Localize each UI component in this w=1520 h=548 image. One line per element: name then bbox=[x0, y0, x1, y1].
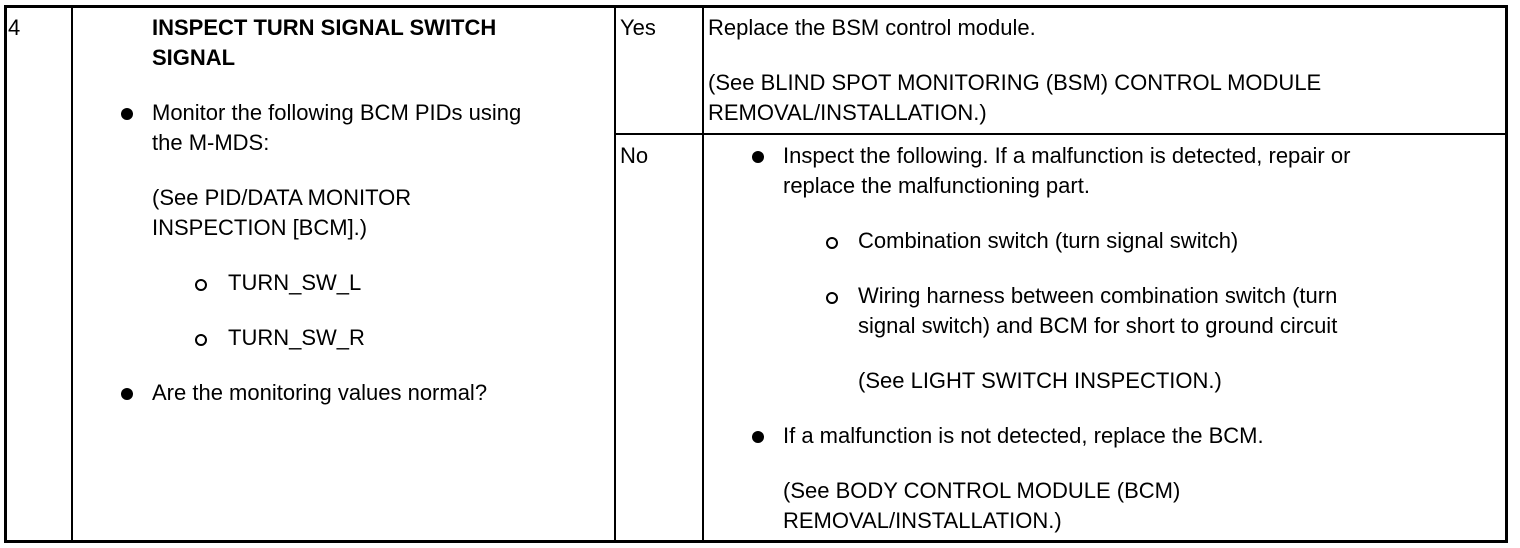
no-inspect-line1: Inspect the following. If a malfunction … bbox=[783, 143, 1351, 168]
sub-bullet-ring bbox=[826, 292, 838, 304]
column-divider-step bbox=[71, 8, 73, 540]
inspect-item-combination-switch: Combination switch (turn signal switch) bbox=[858, 228, 1239, 253]
column-divider-condition bbox=[614, 8, 616, 540]
instruction-monitor-line1: Monitor the following BCM PIDs using bbox=[152, 100, 522, 125]
step-title-line1: INSPECT TURN SIGNAL SWITCH bbox=[152, 15, 497, 40]
row-divider-yes-no bbox=[614, 133, 1505, 135]
sub-bullet-ring bbox=[826, 237, 838, 249]
step-title-line2: SIGNAL bbox=[152, 45, 236, 70]
condition-no-label: No bbox=[620, 143, 649, 168]
inspect-item-wiring-line1: Wiring harness between combination switc… bbox=[858, 283, 1338, 308]
bullet-dot bbox=[752, 431, 764, 443]
yes-action: Replace the BSM control module. bbox=[708, 15, 1036, 40]
yes-reference-line1: (See BLIND SPOT MONITORING (BSM) CONTROL… bbox=[708, 70, 1322, 95]
reference-pid-monitor-line2: INSPECTION [BCM].) bbox=[152, 215, 368, 240]
bullet-dot bbox=[121, 108, 133, 120]
instruction-monitor-line2: the M-MDS: bbox=[152, 130, 270, 155]
sub-bullet-ring bbox=[195, 334, 207, 346]
yes-reference-line2: REMOVAL/INSTALLATION.) bbox=[708, 100, 987, 125]
procedure-table bbox=[4, 5, 1508, 543]
instruction-question: Are the monitoring values normal? bbox=[152, 380, 488, 405]
pid-item: TURN_SW_R bbox=[228, 325, 365, 350]
no-replace-bcm: If a malfunction is not detected, replac… bbox=[783, 423, 1264, 448]
reference-bcm-line2: REMOVAL/INSTALLATION.) bbox=[783, 508, 1062, 533]
bullet-dot bbox=[752, 151, 764, 163]
step-number: 4 bbox=[8, 15, 21, 40]
no-inspect-line2: replace the malfunctioning part. bbox=[783, 173, 1090, 198]
column-divider-result bbox=[702, 8, 704, 540]
inspect-item-wiring-line2: signal switch) and BCM for short to grou… bbox=[858, 313, 1338, 338]
pid-item: TURN_SW_L bbox=[228, 270, 362, 295]
reference-pid-monitor-line1: (See PID/DATA MONITOR bbox=[152, 185, 412, 210]
condition-yes-label: Yes bbox=[620, 15, 656, 40]
sub-bullet-ring bbox=[195, 279, 207, 291]
reference-bcm-line1: (See BODY CONTROL MODULE (BCM) bbox=[783, 478, 1181, 503]
bullet-dot bbox=[121, 388, 133, 400]
reference-light-switch: (See LIGHT SWITCH INSPECTION.) bbox=[858, 368, 1222, 393]
